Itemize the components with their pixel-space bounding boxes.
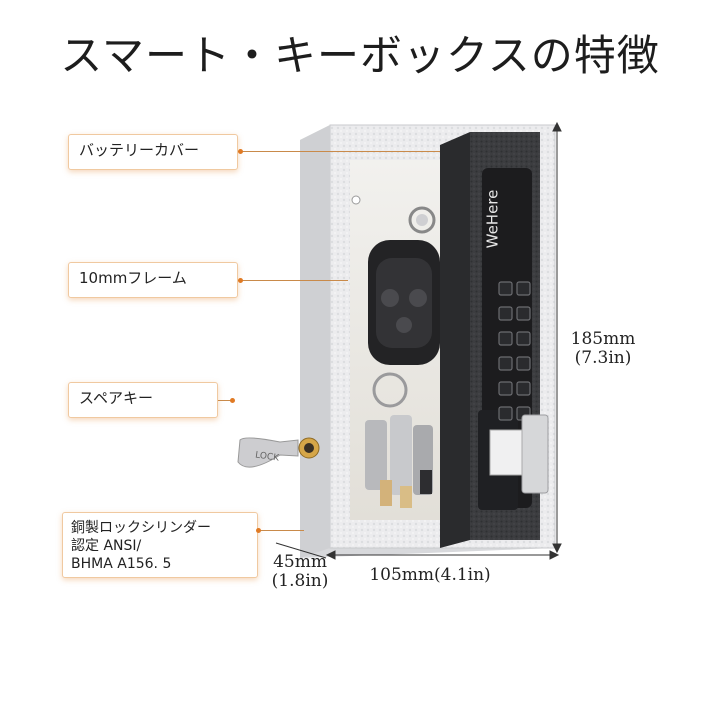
dimension-lines (275, 121, 562, 560)
depth-dimension: 45mm (1.8in) (271, 552, 329, 591)
height-dimension: 185mm (7.3in) (570, 329, 636, 368)
page-title: スマート・キーボックスの特徴 (60, 31, 660, 80)
keys-inside (365, 206, 440, 508)
callout-spare-key: スペアキー (68, 382, 218, 418)
dot-lock-cylinder (256, 528, 261, 533)
leader-spare-key (218, 400, 233, 401)
callout-battery-cover: バッテリーカバー (68, 134, 238, 170)
dot-battery-cover (238, 149, 243, 154)
spare-key-illustration (237, 437, 320, 468)
callout-frame: 10mmフレーム (68, 262, 238, 298)
leader-battery-cover (238, 151, 440, 152)
leader-frame (238, 280, 348, 281)
leader-lock-cylinder (258, 530, 304, 531)
callout-lock-cylinder: 銅製ロックシリンダー 認定 ANSI/ BHMA A156. 5 (62, 512, 258, 578)
width-dimension: 105mm(4.1in) (369, 565, 491, 585)
brand-label: WeHere (483, 189, 502, 249)
dot-frame (238, 278, 243, 283)
dot-spare-key (230, 398, 235, 403)
